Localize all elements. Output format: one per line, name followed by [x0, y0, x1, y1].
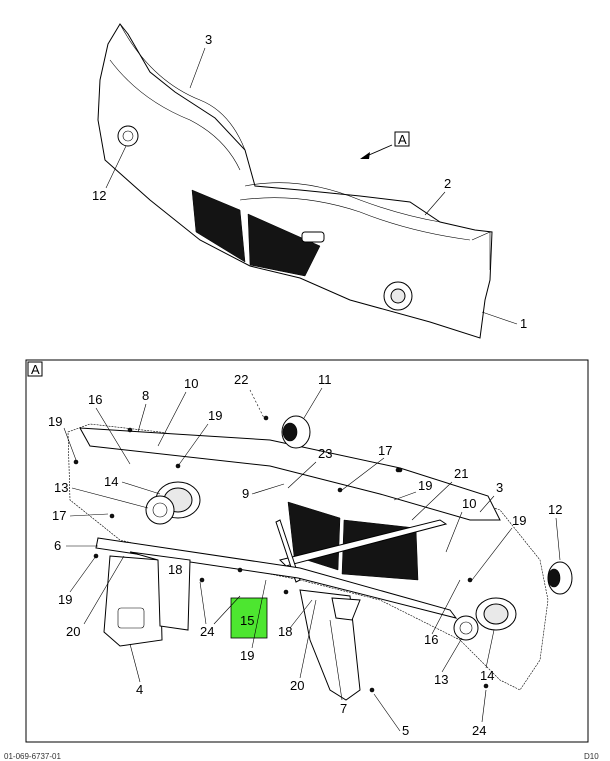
callout-3: 3 [496, 480, 503, 495]
callout-5: 5 [402, 723, 409, 738]
callout-23: 23 [318, 446, 332, 461]
footer-right-code: D10 [584, 752, 599, 761]
bumper-top-view: 3 2 12 1 A [92, 23, 527, 339]
callout-19f: 19 [240, 648, 254, 663]
callout-8: 8 [142, 388, 149, 403]
callout-21: 21 [454, 466, 468, 481]
view-arrow-icon [360, 152, 370, 159]
detail-label-box [27, 361, 43, 377]
callout-14a: 14 [104, 474, 118, 489]
view-label-a-top: A [398, 132, 407, 147]
callout-22: 22 [234, 372, 248, 387]
callout-20a: 20 [66, 624, 80, 639]
footer-left-code: 01-069-6737-01 [4, 752, 61, 761]
callout-6: 6 [54, 538, 61, 553]
detail-frame [25, 359, 589, 743]
callout-12-top: 12 [92, 188, 106, 203]
callout-17b: 17 [52, 508, 66, 523]
callout-13b: 13 [434, 672, 448, 687]
callout-14b: 14 [480, 668, 494, 683]
callout-11: 11 [318, 372, 332, 387]
callout-20b: 20 [290, 678, 304, 693]
callout-13a: 13 [54, 480, 68, 495]
callout-7: 7 [340, 701, 347, 716]
callout-19c: 19 [418, 478, 432, 493]
callout-19d: 19 [512, 513, 526, 528]
callout-10a: 10 [184, 376, 198, 391]
callout-19b: 19 [208, 408, 222, 423]
callout-17a: 17 [378, 443, 392, 458]
callout-16a: 16 [88, 392, 102, 407]
callout-1-top: 1 [520, 316, 527, 331]
callout-12: 12 [548, 502, 562, 517]
view-label-a-detail: A [31, 362, 40, 377]
callout-19e: 19 [58, 592, 72, 607]
view-label-box [394, 131, 410, 147]
callout-24a: 24 [200, 624, 214, 639]
callout-18b: 18 [278, 624, 292, 639]
callout-24b: 24 [472, 723, 486, 738]
callout-15: 15 [240, 613, 254, 628]
callout-19a: 19 [48, 414, 62, 429]
bumper-exploded-view: 15 3 4 5 6 7 8 9 10 10 11 12 13 13 14 14… [48, 372, 573, 738]
callout-2-top: 2 [444, 176, 451, 191]
callout-3-top: 3 [205, 32, 212, 47]
callout-9: 9 [242, 486, 249, 501]
callout-16b: 16 [424, 632, 438, 647]
callout-10b: 10 [462, 496, 476, 511]
callout-4: 4 [136, 682, 143, 697]
callout-18a: 18 [168, 562, 182, 577]
